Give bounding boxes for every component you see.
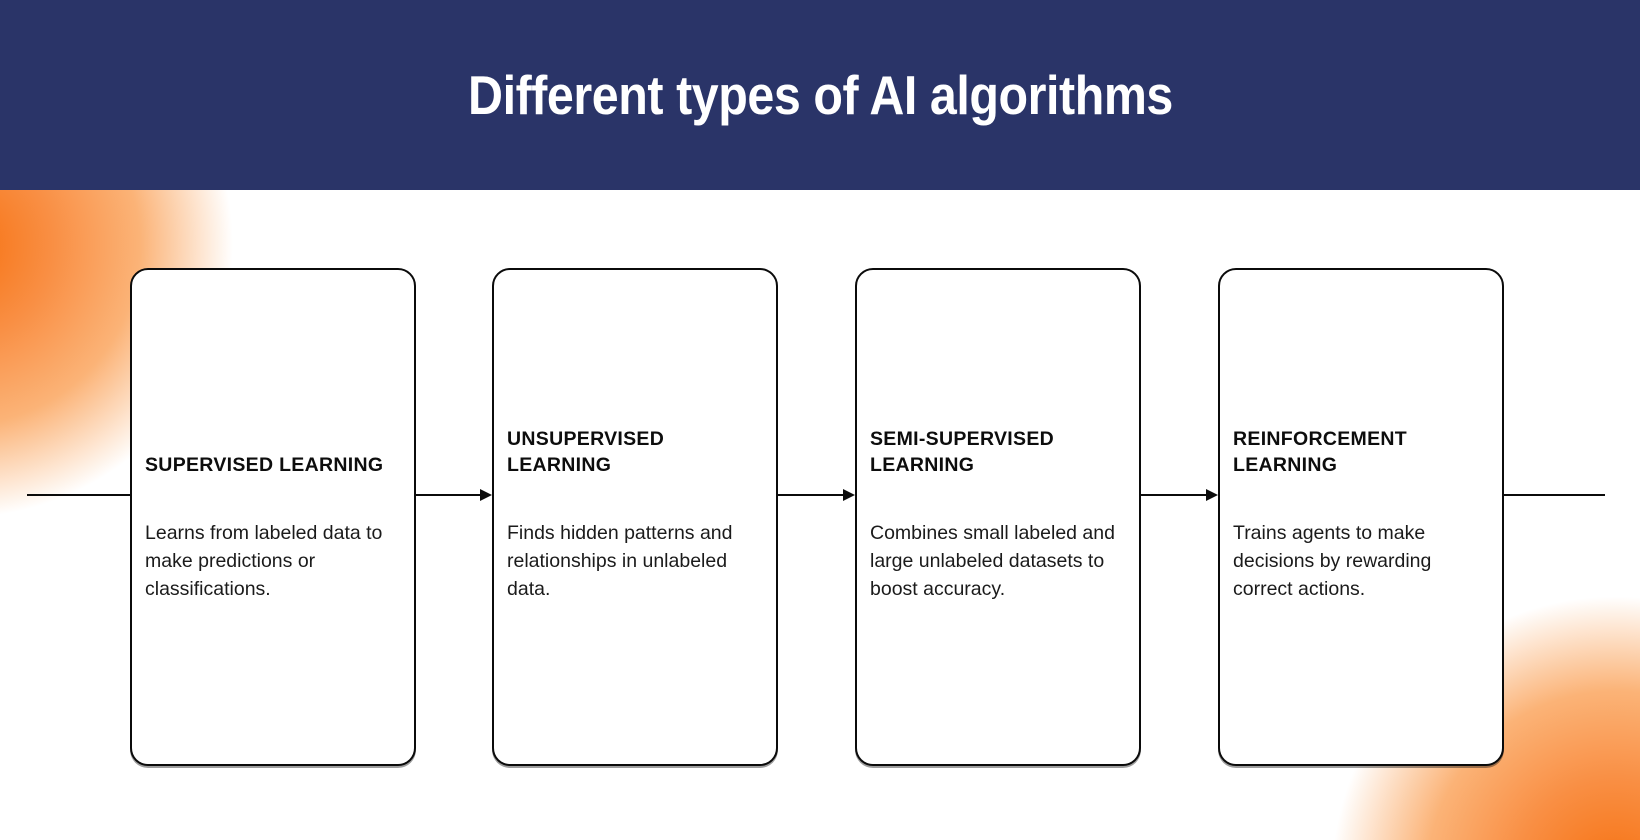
connector-line-2: [778, 494, 844, 496]
diagram-canvas: SUPERVISED LEARNING Learns from labeled …: [0, 190, 1640, 840]
card-title: SUPERVISED LEARNING: [145, 454, 384, 476]
card-supervised-learning: SUPERVISED LEARNING Learns from labeled …: [130, 268, 416, 766]
card-description: Finds hidden patterns and relationships …: [507, 522, 733, 600]
card-reinforcement-learning: REINFORCEMENT LEARNING Trains agents to …: [1218, 268, 1504, 766]
card-description: Combines small labeled and large unlabel…: [870, 522, 1115, 600]
card-description: Learns from labeled data to make predict…: [145, 522, 383, 600]
card-title: REINFORCEMENT LEARNING: [1233, 428, 1407, 476]
connector-line-1: [416, 494, 482, 496]
connector-line-3: [1141, 494, 1208, 496]
card-unsupervised-learning: UNSUPERVISED LEARNING Finds hidden patte…: [492, 268, 778, 766]
connector-line-right: [1504, 494, 1605, 496]
card-semi-supervised-learning: SEMI-SUPERVISED LEARNING Combines small …: [855, 268, 1141, 766]
connector-line-left: [27, 494, 130, 496]
header-banner: Different types of AI algorithms: [0, 0, 1640, 190]
card-title: UNSUPERVISED LEARNING: [507, 428, 665, 476]
card-title: SEMI-SUPERVISED LEARNING: [870, 428, 1055, 476]
arrow-right-icon: [480, 489, 492, 501]
card-description: Trains agents to make decisions by rewar…: [1233, 522, 1432, 600]
page-title: Different types of AI algorithms: [467, 64, 1173, 126]
arrow-right-icon: [1206, 489, 1218, 501]
arrow-right-icon: [843, 489, 855, 501]
